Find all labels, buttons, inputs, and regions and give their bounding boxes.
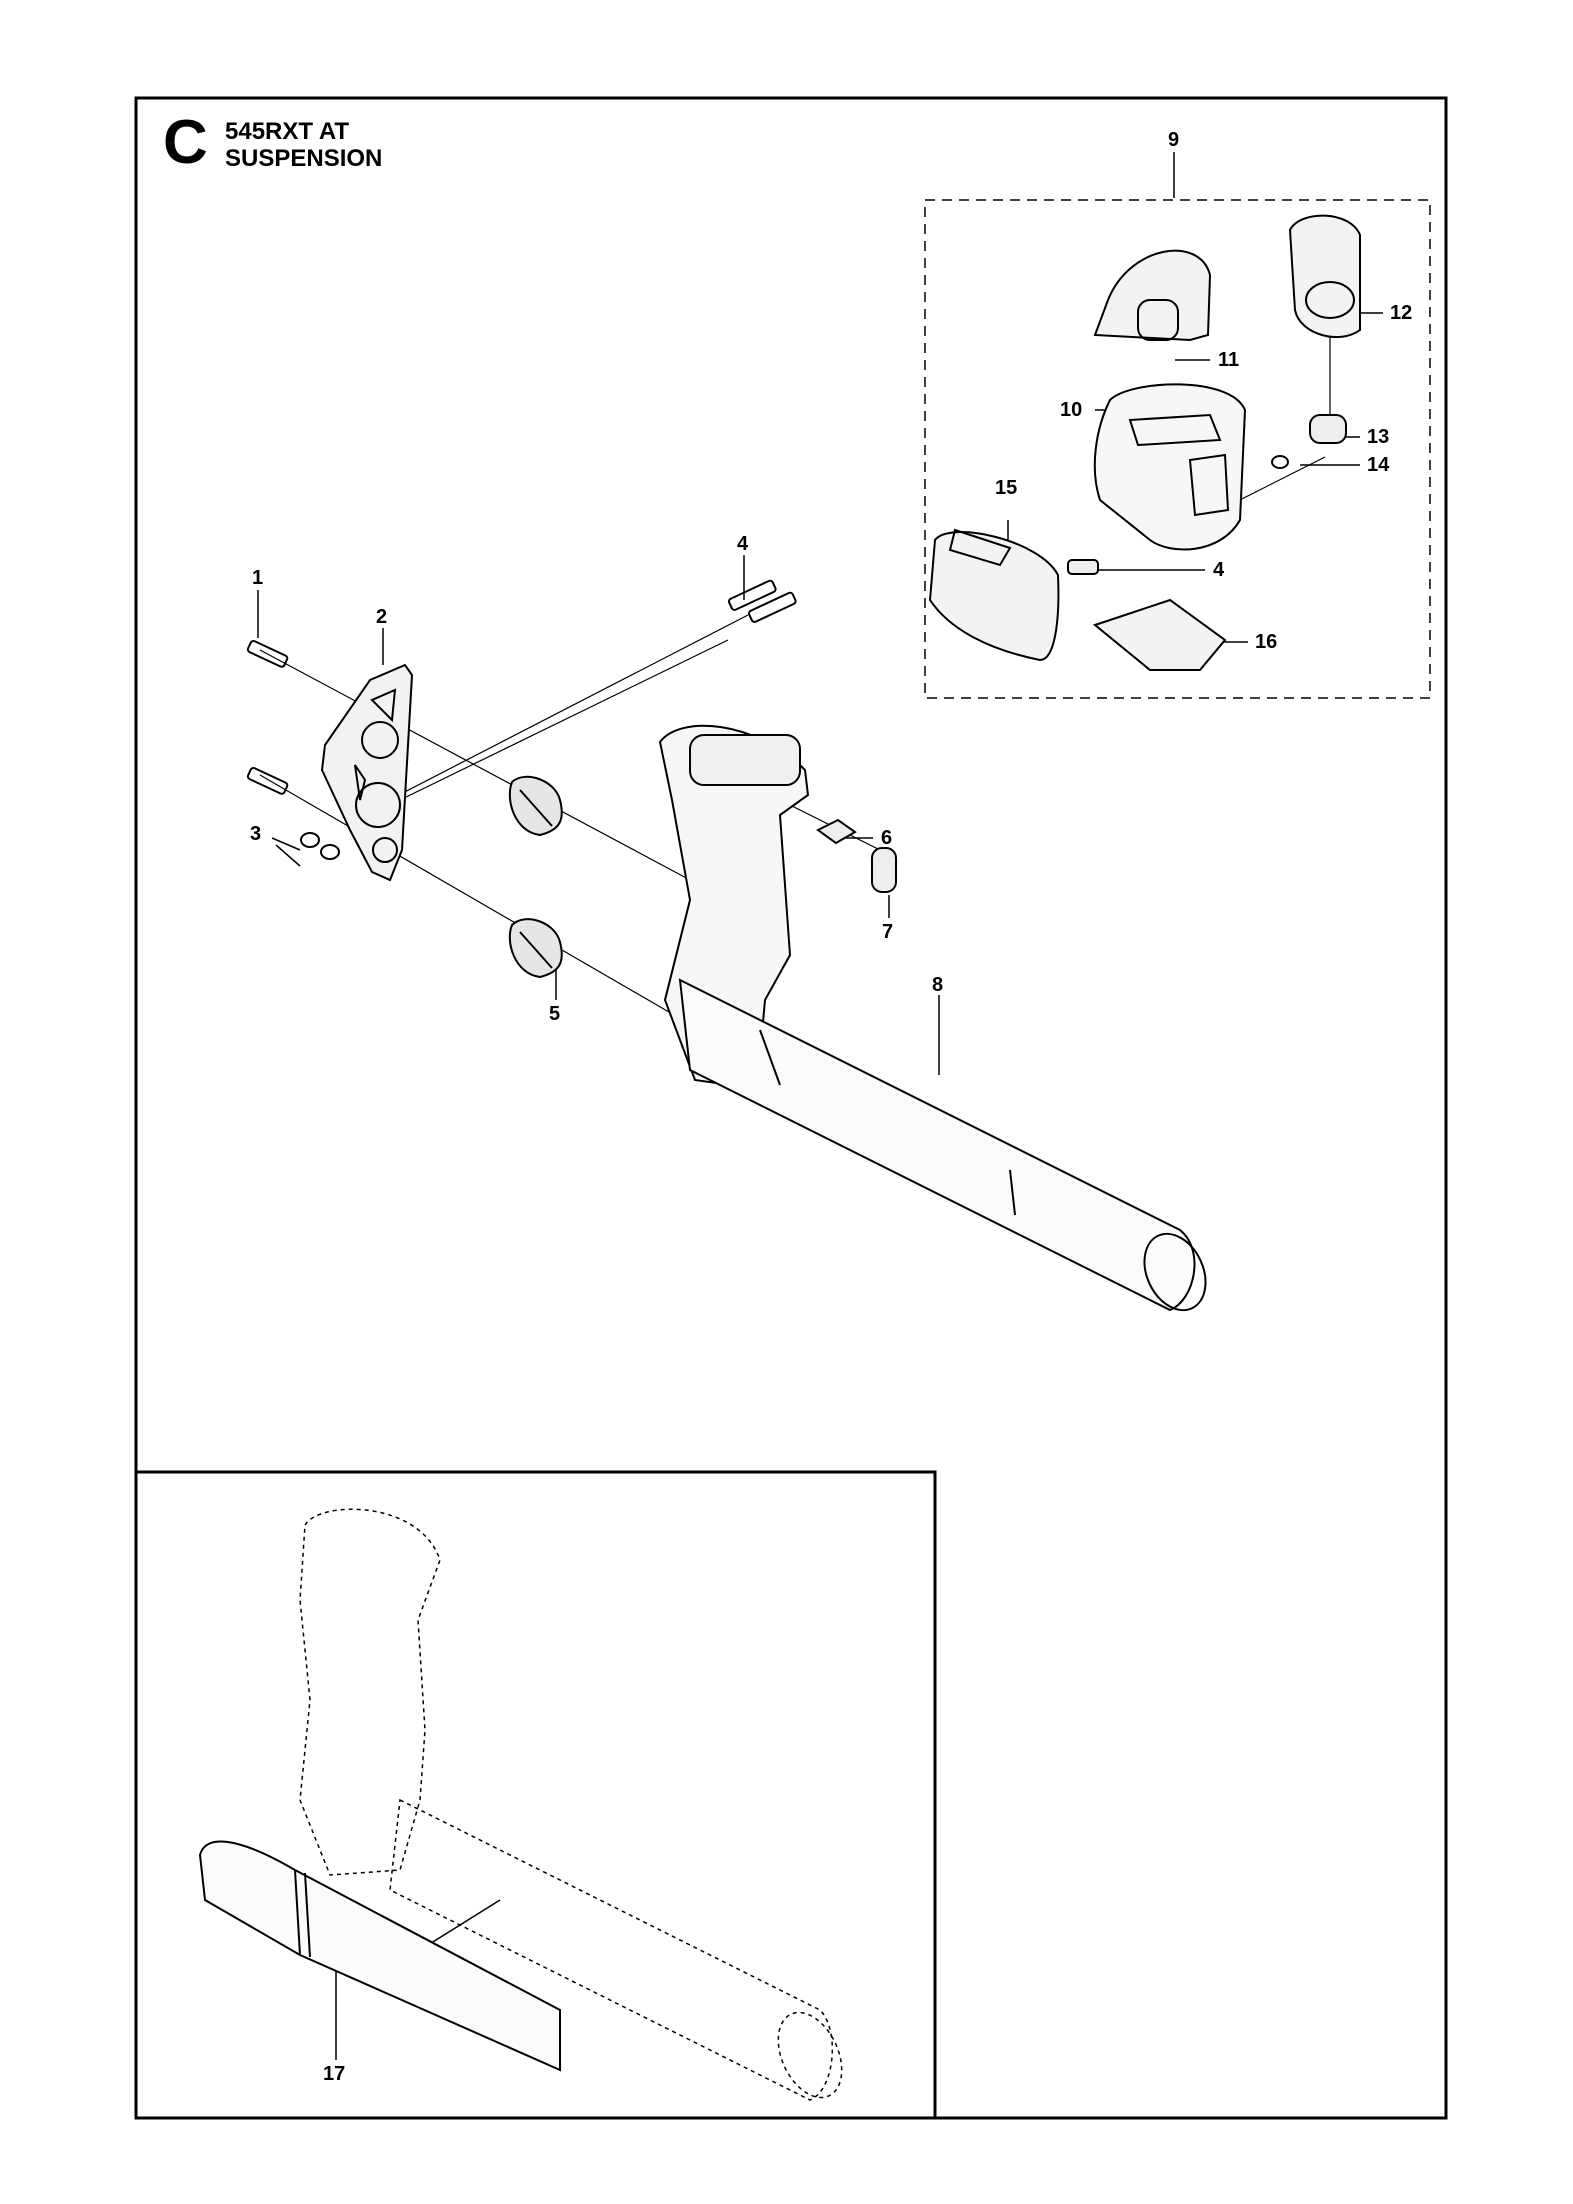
callout-8: 8 xyxy=(932,974,944,996)
callout-4b: 4 xyxy=(1213,559,1225,581)
callout-14: 14 xyxy=(1367,454,1390,476)
outer-frame xyxy=(134,96,1448,2120)
callout-2: 2 xyxy=(376,606,388,628)
damper-part-5 xyxy=(508,775,563,979)
callout-13: 13 xyxy=(1367,426,1390,448)
callout-4a: 4 xyxy=(737,533,749,555)
inset-frame xyxy=(136,1470,937,2118)
assembly-centerlines xyxy=(259,315,1331,1031)
washer-part-14 xyxy=(1271,455,1289,469)
section-title: SUSPENSION xyxy=(225,145,383,172)
callout-1: 1 xyxy=(252,567,264,589)
callout-5: 5 xyxy=(549,1003,561,1025)
handle-tube-part-8 xyxy=(658,724,1207,1312)
square-nut-part-6 xyxy=(816,818,857,845)
section-letter: C xyxy=(163,108,208,177)
callout-15: 15 xyxy=(995,477,1018,499)
callout-12: 12 xyxy=(1390,302,1413,324)
callout-17: 17 xyxy=(323,2063,346,2085)
nut-part-3 xyxy=(300,832,340,860)
callout-7: 7 xyxy=(882,921,894,943)
holder-part-10 xyxy=(1093,383,1247,551)
bolt-part-4 xyxy=(727,579,797,623)
model-title: 545RXT AT xyxy=(225,118,350,145)
clip-part-16 xyxy=(1092,598,1227,671)
tube-part-17 xyxy=(198,1840,561,2072)
kit-group-box xyxy=(924,199,1431,699)
callout-3: 3 xyxy=(250,823,262,845)
callout-11: 11 xyxy=(1218,349,1240,371)
bracket-part-2 xyxy=(320,663,414,882)
screw-part-4-kit xyxy=(1067,559,1099,575)
callout-16: 16 xyxy=(1255,631,1278,653)
pin-part-13 xyxy=(1309,414,1347,444)
cover-part-11 xyxy=(1093,249,1212,342)
inset-assembly-phantom xyxy=(299,1508,843,2101)
callout-6: 6 xyxy=(881,827,893,849)
callout-10: 10 xyxy=(1060,399,1083,421)
lever-part-12 xyxy=(1288,214,1361,339)
screw-part-1 xyxy=(246,639,289,795)
callout-9: 9 xyxy=(1168,129,1180,151)
sleeve-part-7 xyxy=(871,847,897,893)
pad-part-15 xyxy=(928,528,1060,662)
